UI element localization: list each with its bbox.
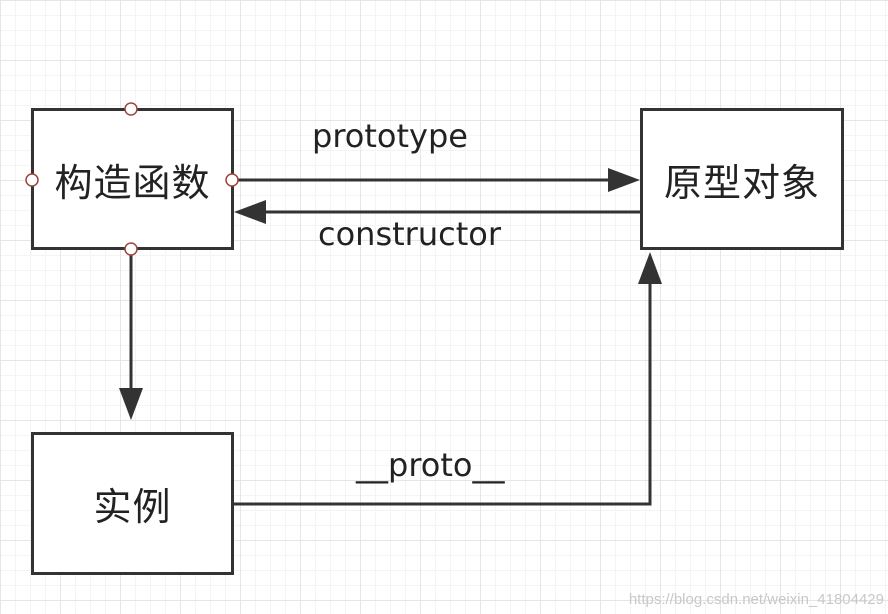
handle-bottom[interactable]	[124, 242, 138, 256]
handle-right[interactable]	[225, 173, 239, 187]
edge-label-prototype: prototype	[312, 117, 468, 155]
edge-prototype-arrowhead	[608, 168, 640, 192]
edge-label-constructor: constructor	[318, 215, 501, 253]
edge-prototype[interactable]	[234, 168, 640, 192]
edge-label-proto: __proto__	[356, 446, 505, 484]
node-prototype-object[interactable]: 原型对象	[640, 108, 844, 250]
node-instance[interactable]: 实例	[31, 432, 234, 575]
edge-constructor[interactable]	[234, 200, 640, 224]
handle-left[interactable]	[25, 173, 39, 187]
node-instance-label: 实例	[93, 485, 172, 529]
watermark: https://blog.csdn.net/weixin_41804429	[628, 591, 884, 608]
edge-proto-arrowhead	[638, 252, 662, 284]
handle-top[interactable]	[124, 102, 138, 116]
edge-constructs-instance[interactable]	[119, 250, 143, 420]
node-constructor-label: 构造函数	[54, 160, 211, 205]
edge-constructs-instance-arrowhead	[119, 388, 143, 420]
edge-constructor-arrowhead	[234, 200, 266, 224]
node-prototype-object-label: 原型对象	[663, 160, 820, 205]
edge-proto[interactable]	[234, 252, 662, 506]
